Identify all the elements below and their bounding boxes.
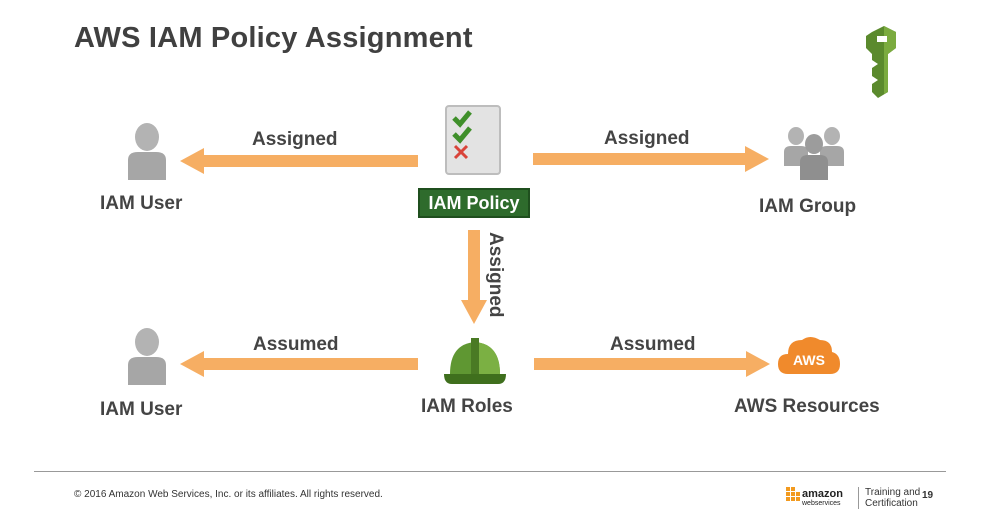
arrow-policy-to-roles bbox=[461, 230, 487, 324]
copyright-text: © 2016 Amazon Web Services, Inc. or its … bbox=[74, 489, 383, 500]
footer-divider bbox=[34, 471, 946, 472]
node-label-iam-group: IAM Group bbox=[759, 196, 857, 217]
amazon-webservices-logo: amazon webservices bbox=[786, 487, 843, 507]
arrow-roles-to-user bbox=[180, 351, 418, 377]
user-icon bbox=[128, 328, 166, 385]
arrow-label-assumed-user: Assumed bbox=[253, 334, 339, 355]
training-line-1: Training and bbox=[865, 487, 921, 498]
node-label-iam-user-top: IAM User bbox=[100, 193, 183, 214]
slide-title: AWS IAM Policy Assignment bbox=[74, 22, 473, 54]
arrow-label-assigned-group: Assigned bbox=[604, 128, 690, 149]
arrow-roles-to-resources bbox=[534, 351, 770, 377]
arrow-label-assigned-user: Assigned bbox=[252, 129, 338, 150]
node-label-iam-user-bottom: IAM User bbox=[100, 399, 183, 420]
arrow-policy-to-user bbox=[180, 148, 418, 174]
arrow-label-assigned-roles: Assigned bbox=[485, 232, 506, 318]
node-label-iam-roles: IAM Roles bbox=[421, 396, 513, 417]
iam-policy-badge: IAM Policy bbox=[418, 188, 530, 218]
training-certification-text: Training and Certification bbox=[858, 487, 920, 509]
aws-cloud-label: AWS bbox=[793, 352, 825, 368]
iam-key-icon bbox=[866, 26, 896, 98]
arrow-label-assumed-resources: Assumed bbox=[610, 334, 696, 355]
arrow-policy-to-group bbox=[533, 146, 769, 172]
brand-amazon-text: amazon bbox=[802, 488, 843, 500]
role-hardhat-icon bbox=[444, 338, 506, 384]
training-line-2: Certification bbox=[865, 498, 918, 509]
node-label-aws-resources: AWS Resources bbox=[734, 396, 880, 417]
policy-document-icon bbox=[445, 105, 501, 175]
brand-webservices-text: webservices bbox=[801, 500, 841, 507]
page-number: 19 bbox=[922, 490, 934, 501]
group-icon bbox=[784, 127, 844, 180]
user-icon bbox=[128, 123, 166, 180]
aws-cloud-icon: AWS bbox=[778, 337, 840, 374]
